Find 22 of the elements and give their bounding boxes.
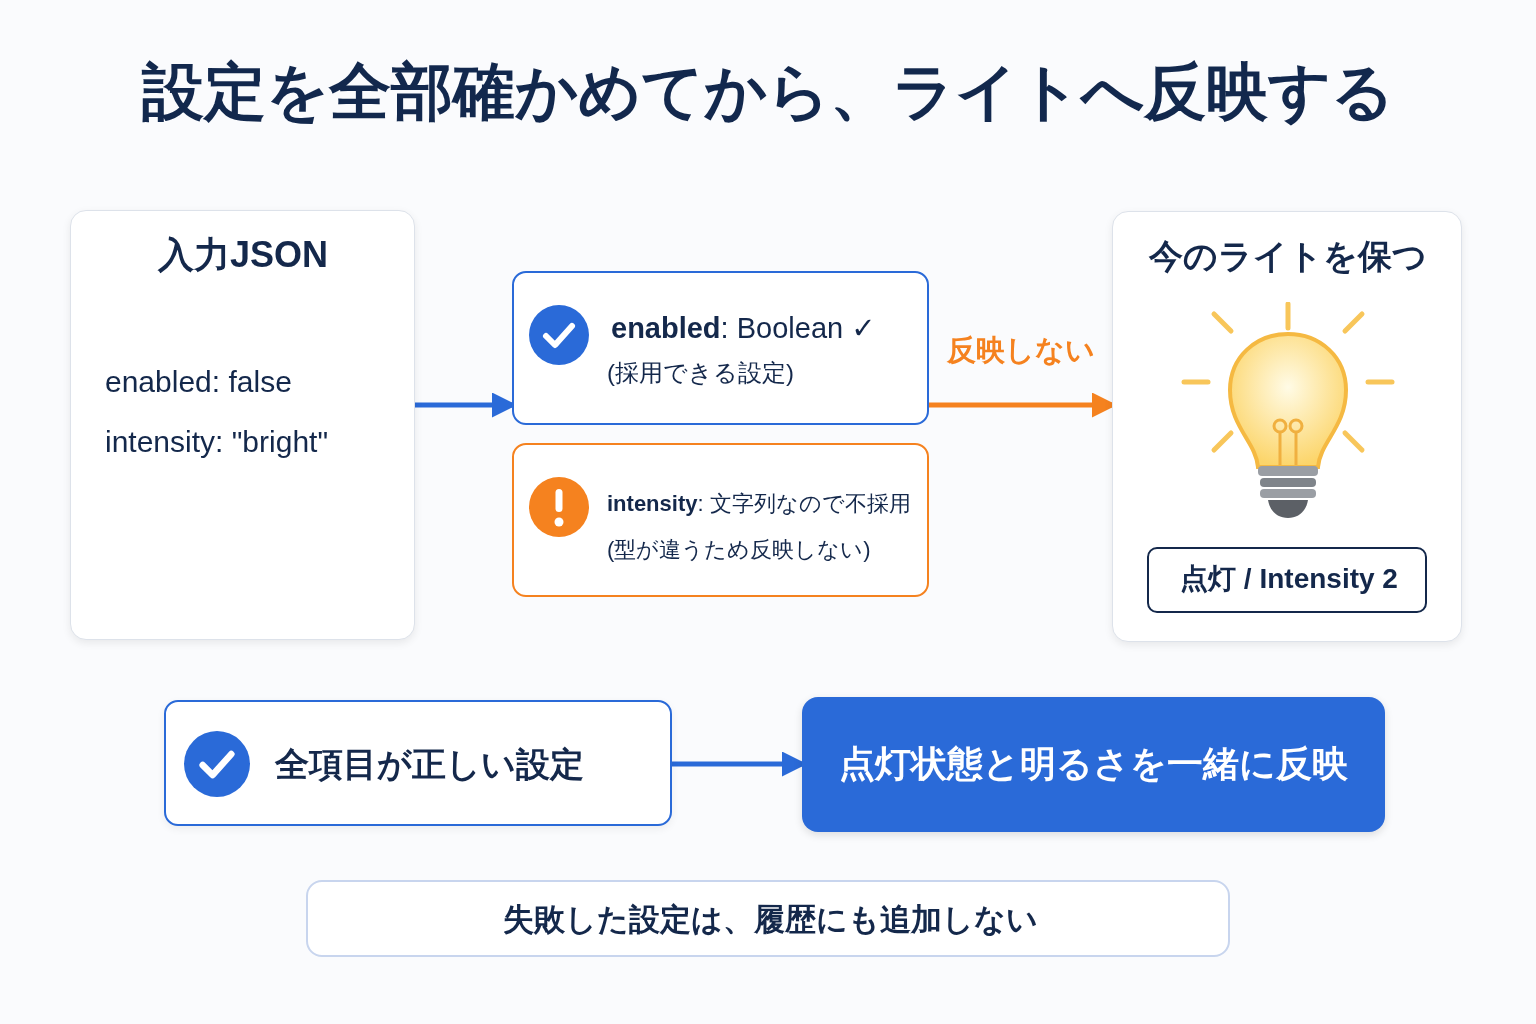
rejected-setting-box bbox=[512, 443, 929, 597]
edge-label: 反映しない bbox=[946, 333, 1095, 368]
card-heading: 入力JSON bbox=[158, 233, 328, 277]
input-card bbox=[70, 210, 415, 640]
json-line: enabled: false bbox=[105, 364, 292, 400]
light-card bbox=[1112, 211, 1462, 642]
condition-box bbox=[164, 700, 672, 826]
box-text: 全項目が正しい設定 bbox=[275, 744, 584, 785]
status-box bbox=[1147, 547, 1427, 613]
box-text: (採用できる設定) bbox=[607, 359, 794, 388]
box-text: 今のライトを保つ bbox=[1149, 236, 1427, 277]
box-text: enabled: Boolean ✓ bbox=[611, 311, 876, 346]
apply-box bbox=[802, 697, 1385, 832]
box-text: 点灯状態と明るさを一緒に反映 bbox=[838, 742, 1348, 786]
title: 設定を全部確かめてから、ライトへ反映する bbox=[142, 56, 1394, 128]
box-text: 失敗した設定は、履歴にも追加しない bbox=[502, 901, 1038, 939]
note-box bbox=[306, 880, 1230, 957]
box-text: (型が違うため反映しない) bbox=[607, 537, 871, 564]
box-text: 点灯 / Intensity 2 bbox=[1180, 562, 1398, 596]
json-line: intensity: "bright" bbox=[105, 424, 329, 460]
box-text: intensity: 文字列なので不採用 bbox=[607, 491, 911, 518]
accepted-setting-box bbox=[512, 271, 929, 425]
